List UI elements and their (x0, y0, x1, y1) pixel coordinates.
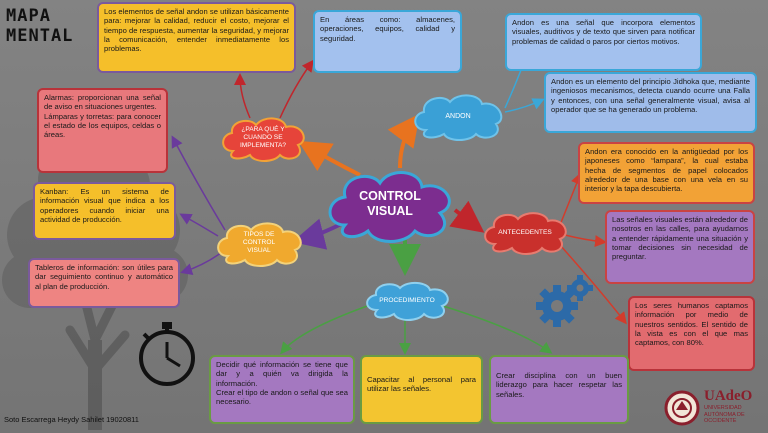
node-para-que: ¿PARA QUÉ Y CUANDO SE IMPLEMENTA? (218, 115, 308, 162)
box-proc1: Decidir qué información se tiene que dar… (209, 355, 355, 424)
node-antecedentes-label: ANTECEDENTES (498, 228, 552, 236)
box-tableros: Tableros de información: son útiles para… (28, 258, 180, 308)
node-procedimiento-label: PROCEDIMIENTO (379, 296, 435, 304)
center-label: CONTROL VISUAL (359, 189, 421, 218)
title-line-1: MAPA (6, 6, 51, 26)
logo-name: UAdeO (704, 388, 753, 404)
box-antec3: Los seres humanos captamos información p… (628, 296, 755, 371)
node-procedimiento: PROCEDIMIENTO (362, 280, 452, 321)
box-proc2: Capacitar al personal para utilizar las … (360, 355, 483, 424)
page-title: MAPA MENTAL (6, 6, 73, 46)
logo-line-1: UNIVERSIDAD (704, 405, 742, 411)
university-logo: UAdeO UNIVERSIDAD AUTÓNOMA DE OCCIDENTE (664, 388, 764, 428)
center-node: CONTROL VISUAL (320, 165, 460, 243)
box-elementos: Los elementos de señal andon se utilizan… (97, 2, 296, 73)
stopwatch-icon (139, 322, 195, 386)
box-antec1: Andon era conocido en la antigüedad por … (578, 142, 755, 204)
box-andon-def1: Andon es una señal que incorpora element… (505, 13, 702, 71)
university-seal-icon (664, 390, 700, 426)
logo-line-3: OCCIDENTE (704, 418, 737, 424)
node-para-que-label: ¿PARA QUÉ Y CUANDO SE IMPLEMENTA? (239, 126, 287, 149)
box-kanban: Kanban: Es un sistema de información vis… (33, 182, 176, 240)
box-antec2: Las señales visuales están alrededor de … (605, 210, 755, 284)
logo-line-2: AUTÓNOMA DE (704, 411, 745, 418)
gears-icon (536, 275, 593, 327)
node-andon: ANDON (410, 92, 506, 141)
box-andon-def2: Andon es un elemento del principio Jidho… (544, 72, 757, 133)
title-line-2: MENTAL (6, 26, 74, 46)
node-tipos: TIPOS DE CONTROL VISUAL (213, 220, 305, 267)
box-areas: En áreas como: almacenes, operaciones, e… (313, 10, 462, 73)
author-footer: Soto Escarrega Heydy Sahilet 19020811 (4, 415, 139, 424)
box-alarmas: Alarmas: proporcionan una señal de aviso… (37, 88, 168, 173)
box-proc3: Crear disciplina con un buen liderazgo p… (489, 355, 629, 424)
node-antecedentes: ANTECEDENTES (480, 210, 570, 255)
node-andon-label: ANDON (445, 112, 471, 120)
node-tipos-label: TIPOS DE CONTROL VISUAL (242, 231, 276, 254)
